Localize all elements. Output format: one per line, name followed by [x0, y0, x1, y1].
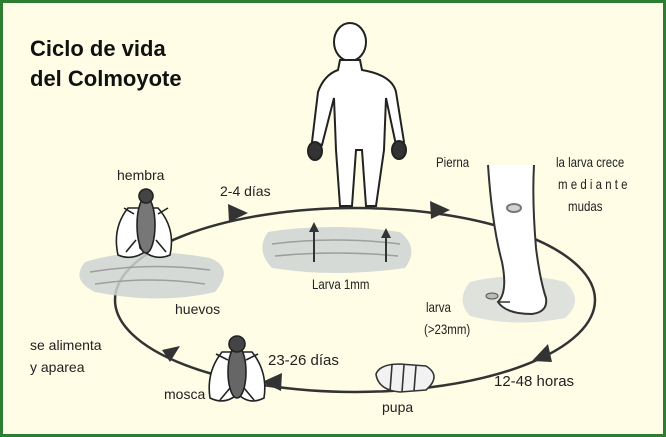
human-figure: [308, 23, 406, 206]
label-huevos: huevos: [175, 301, 220, 317]
label-12-48-horas: 12-48 horas: [494, 373, 574, 390]
label-larva-23: larva: [426, 299, 451, 315]
skin-patch-center: [262, 227, 411, 273]
label-se-alimenta-2: y aparea: [30, 359, 84, 375]
fly-illustration: [209, 336, 265, 401]
label-se-alimenta-1: se alimenta: [30, 337, 102, 353]
larva-on-leg: [486, 293, 498, 299]
arrow-to-female: [162, 346, 180, 362]
label-23-26-dias: 23-26 días: [268, 352, 339, 369]
title-line-1: Ciclo de vida: [30, 34, 182, 64]
label-larva-1mm: Larva 1mm: [312, 276, 369, 292]
label-larva-23-size: (>23mm): [424, 321, 470, 337]
label-larva-crece-1: la larva crece: [556, 154, 624, 170]
label-hembra: hembra: [117, 167, 164, 183]
label-larva-crece-2: m e d i a n t e: [558, 176, 628, 192]
label-larva-crece-3: mudas: [568, 198, 602, 214]
arrow-to-leg: [430, 201, 450, 219]
label-pierna: Pierna: [436, 154, 469, 170]
label-2-4-dias: 2-4 días: [220, 183, 271, 199]
diagram-title: Ciclo de vida del Colmoyote: [30, 34, 182, 94]
label-pupa: pupa: [382, 399, 413, 415]
label-mosca: mosca: [164, 386, 205, 402]
skin-patch-left: [79, 252, 224, 298]
title-line-2: del Colmoyote: [30, 64, 182, 94]
female-fly-illustration: [116, 189, 171, 257]
pupa-illustration: [376, 364, 434, 392]
arrow-to-pupa: [532, 344, 552, 362]
